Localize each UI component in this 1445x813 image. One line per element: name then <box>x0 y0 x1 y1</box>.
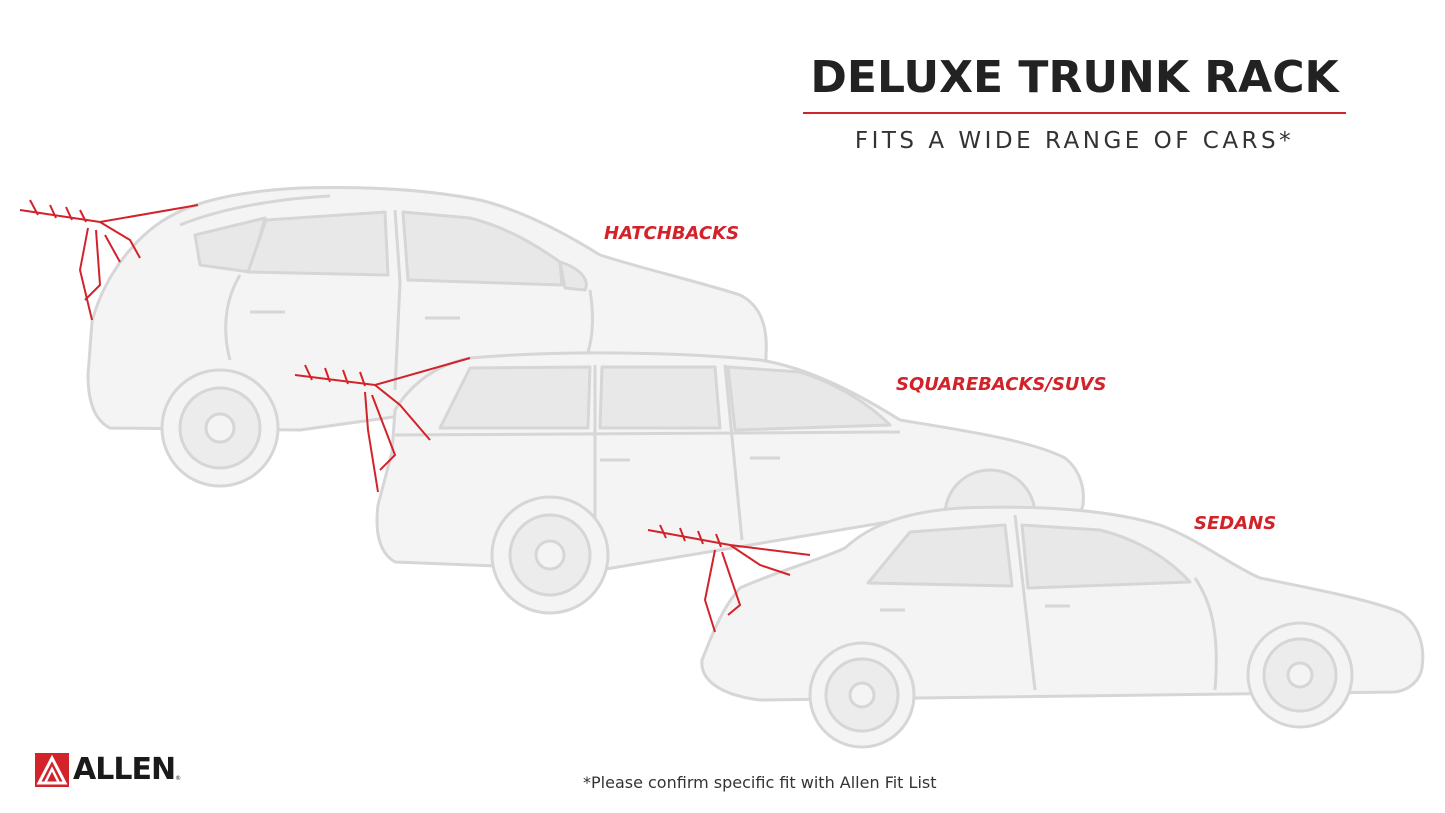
allen-triangle-icon <box>35 753 69 787</box>
page-title: DELUXE TRUNK RACK <box>810 52 1339 103</box>
logo-text: ALLEN <box>73 752 176 787</box>
hatchback-rack <box>19 199 199 321</box>
logo-registered-mark: ® <box>175 775 182 782</box>
allen-logo: ALLEN ® <box>35 752 181 788</box>
sedan-rack <box>647 524 811 633</box>
squarebacks-label: SQUAREBACKS/SUVS <box>896 374 1107 395</box>
sedan-car <box>700 505 1425 749</box>
sedans-label: SEDANS <box>1194 513 1277 534</box>
title-divider <box>803 112 1346 114</box>
fit-footnote: *Please confirm specific fit with Allen … <box>583 773 937 792</box>
squareback-rack <box>294 357 471 493</box>
page-subtitle: FITS A WIDE RANGE OF CARS* <box>854 128 1295 154</box>
hatchbacks-label: HATCHBACKS <box>604 223 740 244</box>
